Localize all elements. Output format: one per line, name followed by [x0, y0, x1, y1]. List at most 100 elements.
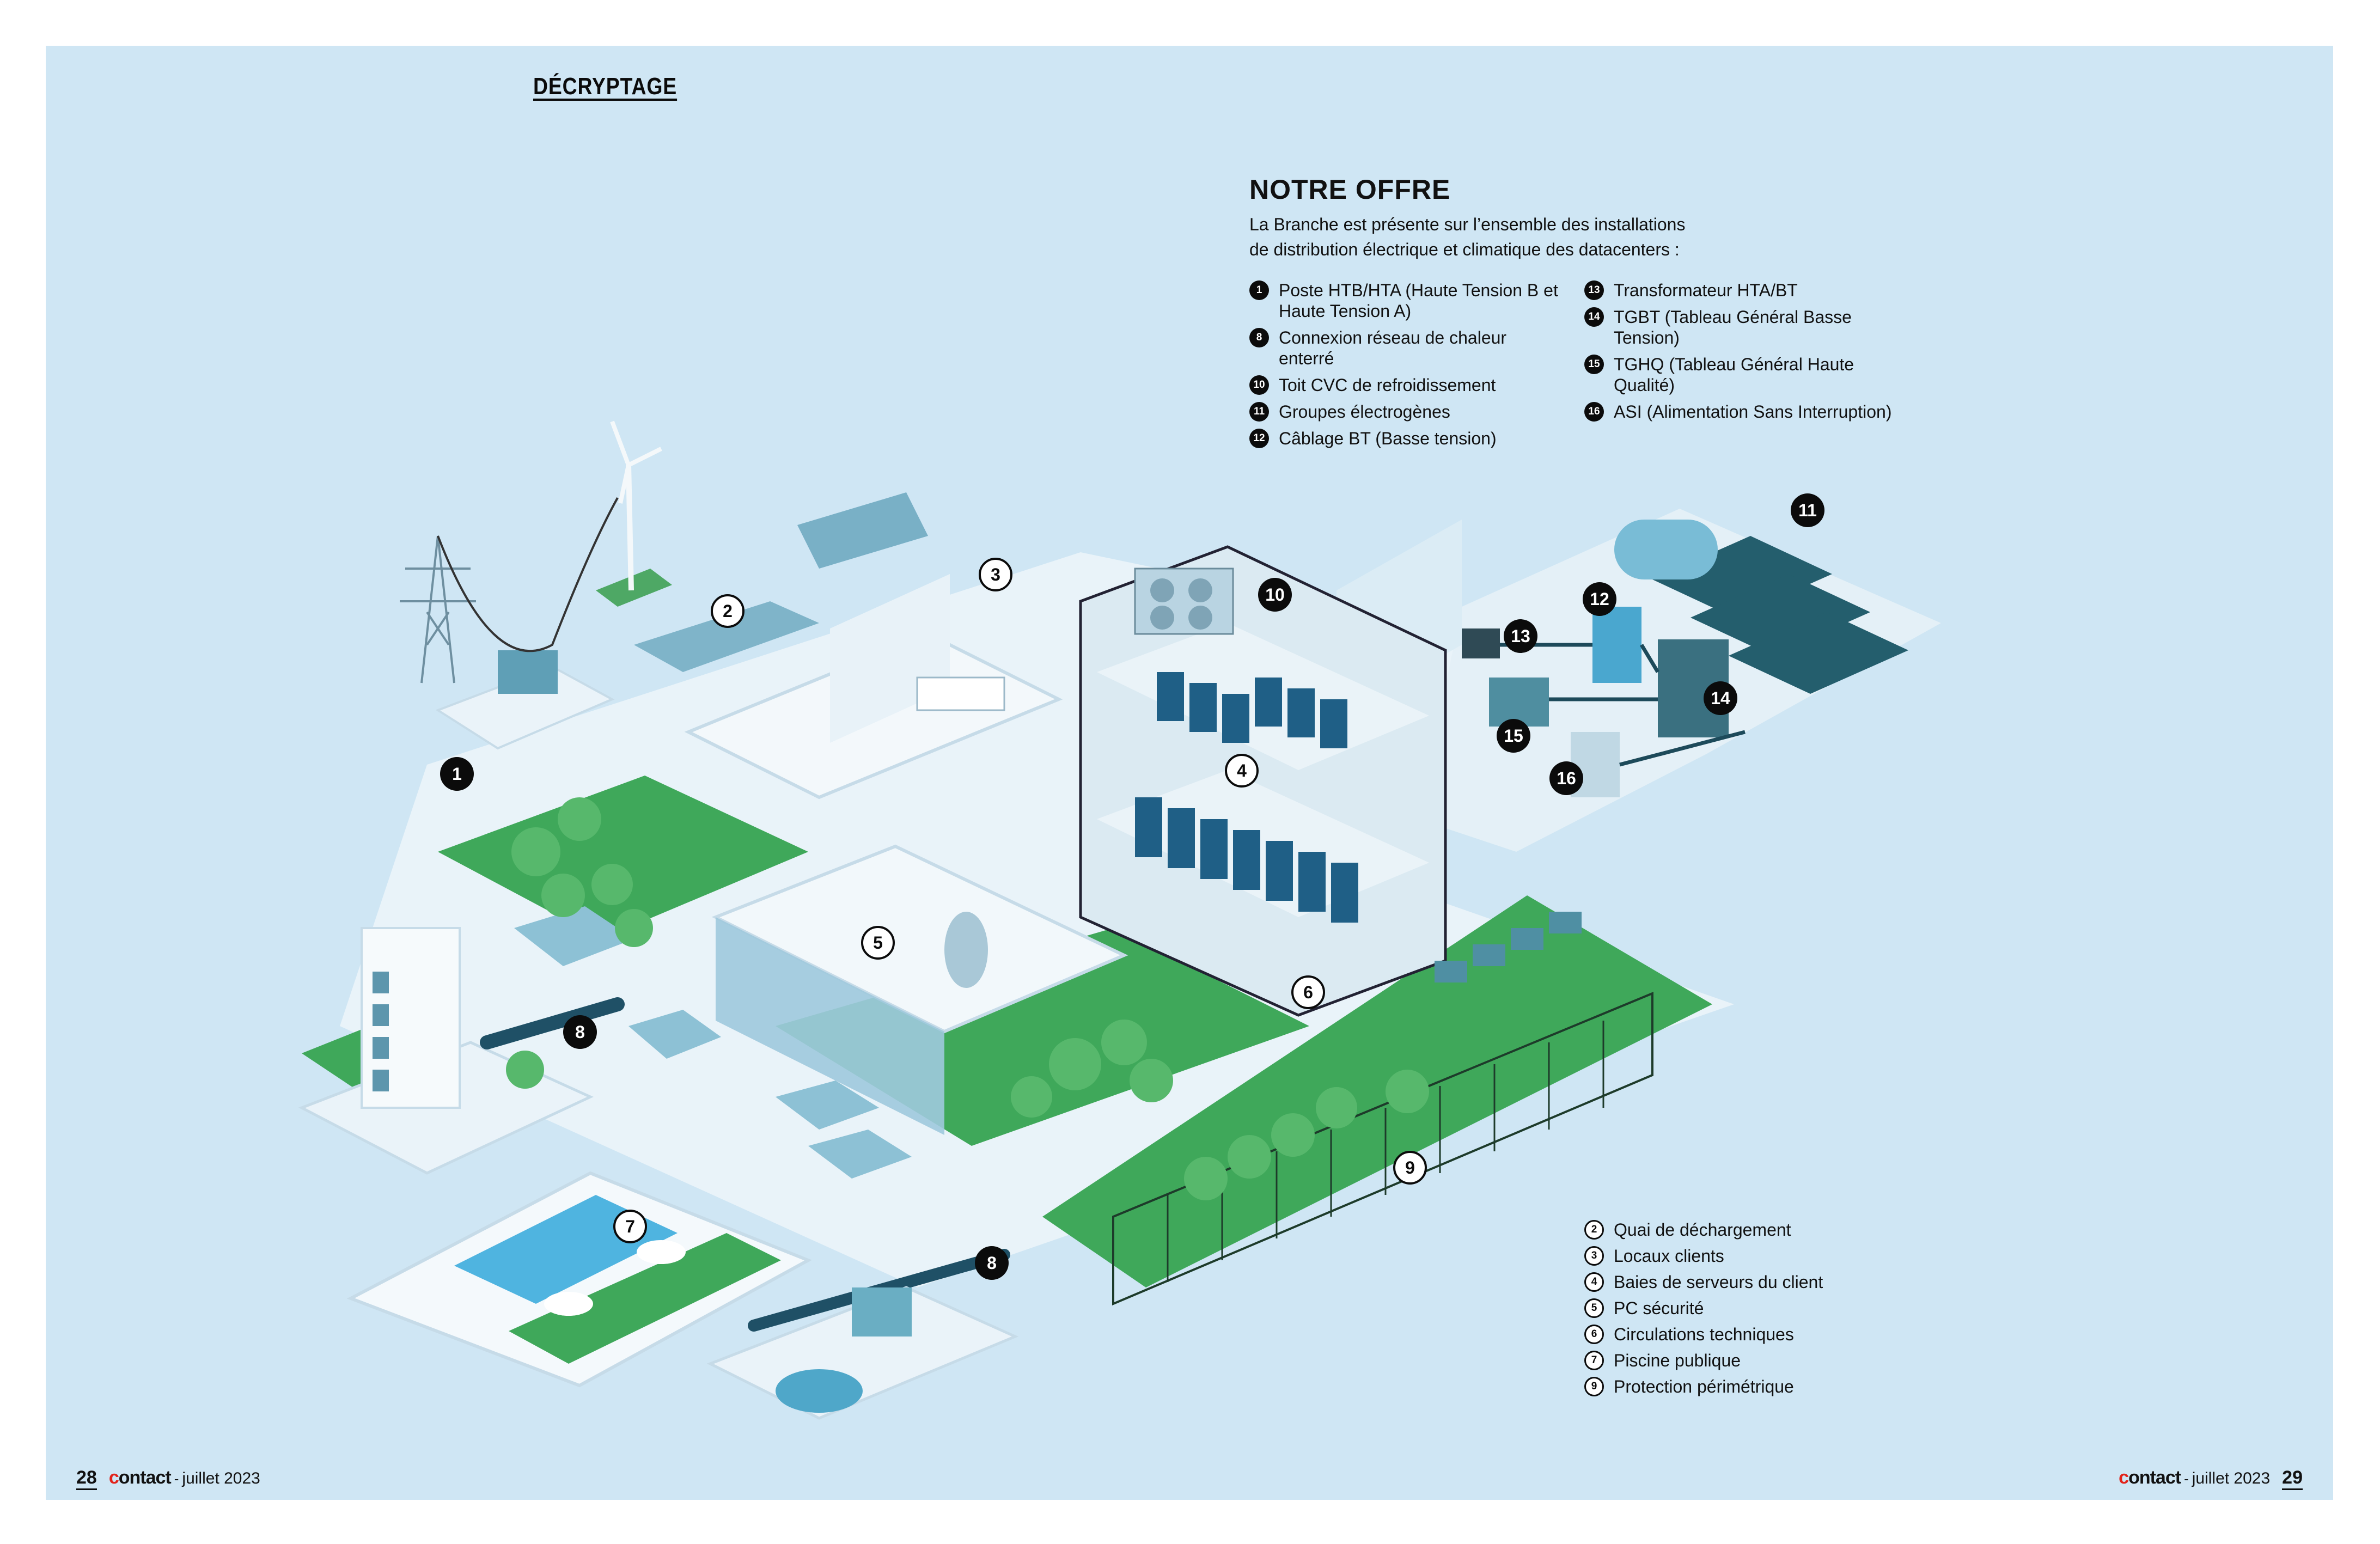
- map-marker-14: 14: [1704, 681, 1737, 715]
- security-glass-front: [716, 917, 944, 1135]
- legend-number: 16: [1584, 402, 1604, 422]
- grass-left: [438, 776, 808, 939]
- map-marker-12: 12: [1583, 582, 1616, 616]
- security-airlock: [944, 912, 988, 988]
- issue-date: juillet 2023: [182, 1469, 260, 1487]
- legend-item: 14 TGBT (Tableau Général Basse Tension): [1584, 307, 1897, 348]
- legend-number: 11: [1249, 402, 1269, 422]
- duct-housing-b: [628, 1010, 721, 1059]
- legend-number: 4: [1584, 1272, 1604, 1292]
- magazine-spread: DÉCRYPTAGE: [46, 46, 2333, 1500]
- pool-umbrella-a: [637, 1240, 686, 1264]
- map-marker-4: 4: [1225, 754, 1259, 788]
- map-marker-8b: 8: [975, 1246, 1009, 1280]
- legend-label: Groupes électrogènes: [1279, 402, 1450, 422]
- issue-date: juillet 2023: [2192, 1469, 2271, 1487]
- legend-number: 2: [1584, 1220, 1604, 1240]
- duct-housing-a: [514, 906, 634, 966]
- map-marker-6: 6: [1291, 975, 1325, 1009]
- legend-label: Circulations techniques: [1614, 1325, 1794, 1344]
- map-marker-8a: 8: [563, 1015, 597, 1049]
- perimeter-fence: [1112, 992, 1653, 1306]
- pylon-icon: [400, 535, 476, 683]
- legend-number: 1: [1249, 280, 1269, 300]
- pool-grass: [509, 1233, 781, 1364]
- hv-lv-transformer: [1462, 628, 1500, 658]
- legend-label: TGHQ (Tableau Général Haute Qualité): [1614, 355, 1854, 395]
- offer-intro-line2: de distribution électrique et climatique…: [1249, 240, 1680, 259]
- offer-intro-line1: La Branche est présente sur l’ensemble d…: [1249, 215, 1686, 234]
- legend-label: PC sécurité: [1614, 1298, 1704, 1318]
- trees: [506, 797, 1429, 1200]
- map-marker-7: 7: [613, 1210, 647, 1243]
- brand-logo: contact: [2119, 1467, 2181, 1488]
- legend-label: Poste HTB/HTA (Haute Tension B et Haute …: [1279, 280, 1558, 321]
- footer-right: contact - juillet 2023 29: [2119, 1467, 2303, 1490]
- section-tag: DÉCRYPTAGE: [533, 73, 678, 100]
- legend-item: 4 Baies de serveurs du client: [1584, 1272, 1897, 1292]
- legend-label: Toit CVC de refroidissement: [1279, 375, 1496, 395]
- map-marker-1: 1: [440, 757, 474, 791]
- duct-housing-d: [808, 1130, 912, 1179]
- map-marker-9: 9: [1393, 1151, 1427, 1185]
- heat-equipment: [852, 1287, 912, 1336]
- legend-number: 5: [1584, 1298, 1604, 1318]
- map-marker-10: 10: [1258, 578, 1292, 612]
- brand-logo: contact: [108, 1467, 172, 1488]
- offer-intro: La Branche est présente sur l’ensemble d…: [1249, 212, 1794, 262]
- legend-label: Quai de déchargement: [1614, 1220, 1791, 1240]
- legend-label: Locaux clients: [1614, 1246, 1724, 1266]
- roof-cooling-units: [1134, 567, 1234, 635]
- cabling: [1500, 643, 1746, 767]
- footer-separator: -: [174, 1470, 179, 1487]
- legend-number: 12: [1249, 429, 1269, 448]
- datacenter-illustration: [298, 420, 1941, 1420]
- pool-umbrella-b: [544, 1292, 593, 1316]
- lv-switchboard: [1592, 607, 1641, 683]
- map-marker-11: 11: [1791, 493, 1824, 527]
- legend-number: 7: [1584, 1351, 1604, 1370]
- map-marker-3: 3: [979, 558, 1012, 591]
- map-marker-15: 15: [1497, 719, 1530, 753]
- footer-left: 28 contact - juillet 2023: [76, 1467, 260, 1490]
- legend-label: Câblage BT (Basse tension): [1279, 429, 1497, 448]
- legend-number: 3: [1584, 1246, 1604, 1266]
- data-hall: [1079, 545, 1447, 1017]
- duct-housing-c: [776, 1081, 879, 1130]
- heat-network-duct: [480, 997, 625, 1049]
- legend-label: Baies de serveurs du client: [1614, 1272, 1823, 1292]
- page-number-left: 28: [76, 1467, 97, 1490]
- legend-label: Connexion réseau de chaleur enterré: [1279, 328, 1507, 368]
- outdoor-units: [1435, 912, 1582, 982]
- legend-label: TGBT (Tableau Général Basse Tension): [1614, 307, 1852, 347]
- fuel-tank: [1614, 520, 1718, 579]
- offer-legend-left: 1 Poste HTB/HTA (Haute Tension B et Haute…: [1249, 280, 1562, 455]
- legend-item: 5 PC sécurité: [1584, 1298, 1897, 1319]
- legend-number: 6: [1584, 1325, 1604, 1344]
- legend-item: 3 Locaux clients: [1584, 1246, 1897, 1266]
- power-line: [437, 497, 619, 652]
- legend-number: 9: [1584, 1377, 1604, 1396]
- top-duct: [797, 492, 928, 569]
- loading-dock: [634, 601, 819, 672]
- legend-item: 1 Poste HTB/HTA (Haute Tension B et Haute…: [1249, 280, 1562, 321]
- wind-turbine-icon: [596, 420, 672, 607]
- legend-number: 14: [1584, 307, 1604, 327]
- footer-separator: -: [2184, 1470, 2189, 1487]
- page-number-right: 29: [2282, 1467, 2303, 1490]
- offer-title: NOTRE OFFRE: [1249, 174, 1451, 205]
- legend-item: 2 Quai de déchargement: [1584, 1219, 1897, 1240]
- legend-item: 6 Circulations techniques: [1584, 1324, 1897, 1345]
- legend-label: Transformateur HTA/BT: [1614, 280, 1798, 300]
- map-marker-13: 13: [1504, 619, 1537, 653]
- map-marker-5: 5: [861, 926, 895, 960]
